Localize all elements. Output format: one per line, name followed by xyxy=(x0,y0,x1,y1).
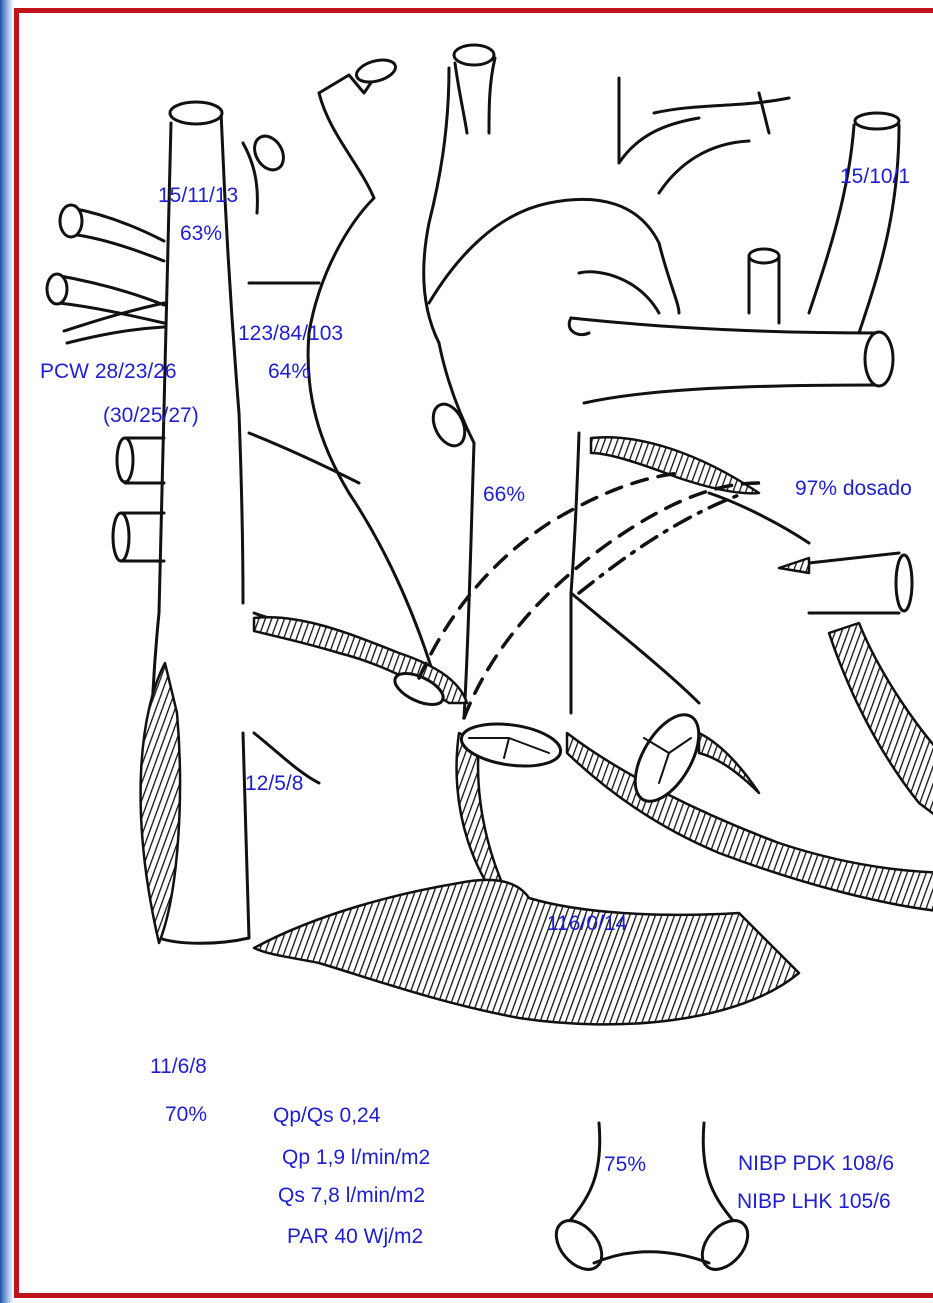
descending-aorta xyxy=(547,1123,757,1278)
ivc-saturation-label: 70% xyxy=(165,1103,207,1127)
small-tab-wall xyxy=(779,558,809,573)
ra-wall xyxy=(141,663,180,943)
rv-inferior-wall xyxy=(254,880,799,1025)
qp-label: Qp 1,9 l/min/m2 xyxy=(282,1146,430,1170)
qp-qs-label: Qp/Qs 0,24 xyxy=(273,1104,380,1128)
lv-wall xyxy=(567,733,933,913)
pa-saturation-label: 64% xyxy=(268,360,310,384)
nibp-lhk-label: NIBP LHK 105/6 xyxy=(737,1190,891,1214)
slide-frame xyxy=(14,8,933,1298)
ivc-pressure-label: 11/6/8 xyxy=(150,1055,207,1079)
ra-pressure-label: 12/5/8 xyxy=(245,772,303,796)
pcw-label: PCW 28/23/26 xyxy=(40,360,177,384)
desc-aorta-saturation-label: 75% xyxy=(604,1153,646,1177)
lv-apex-wall xyxy=(829,623,933,833)
right-pa-pressure-label: 15/10/1 xyxy=(840,165,910,189)
par-label: PAR 40 Wj/m2 xyxy=(287,1225,423,1249)
nibp-pdk-label: NIBP PDK 108/6 xyxy=(738,1152,894,1176)
heart-diagram xyxy=(19,13,933,1303)
la-saturation-label: 66% xyxy=(483,483,525,507)
aorta-saturation-label: 97% dosado xyxy=(795,477,912,501)
pcw-alt-label: (30/25/27) xyxy=(103,404,199,428)
mv-leaflet xyxy=(699,733,759,793)
svc-pressure-label: 15/11/13 xyxy=(158,184,238,208)
qs-label: Qs 7,8 l/min/m2 xyxy=(278,1184,425,1208)
rv-pressure-label: 116/0/14 xyxy=(547,912,627,936)
catheter-paths xyxy=(419,473,759,718)
svc-saturation-label: 63% xyxy=(180,222,222,246)
septal-wall xyxy=(591,437,759,493)
pa-pressure-label: 123/84/103 xyxy=(238,322,343,346)
aorta xyxy=(429,78,899,403)
